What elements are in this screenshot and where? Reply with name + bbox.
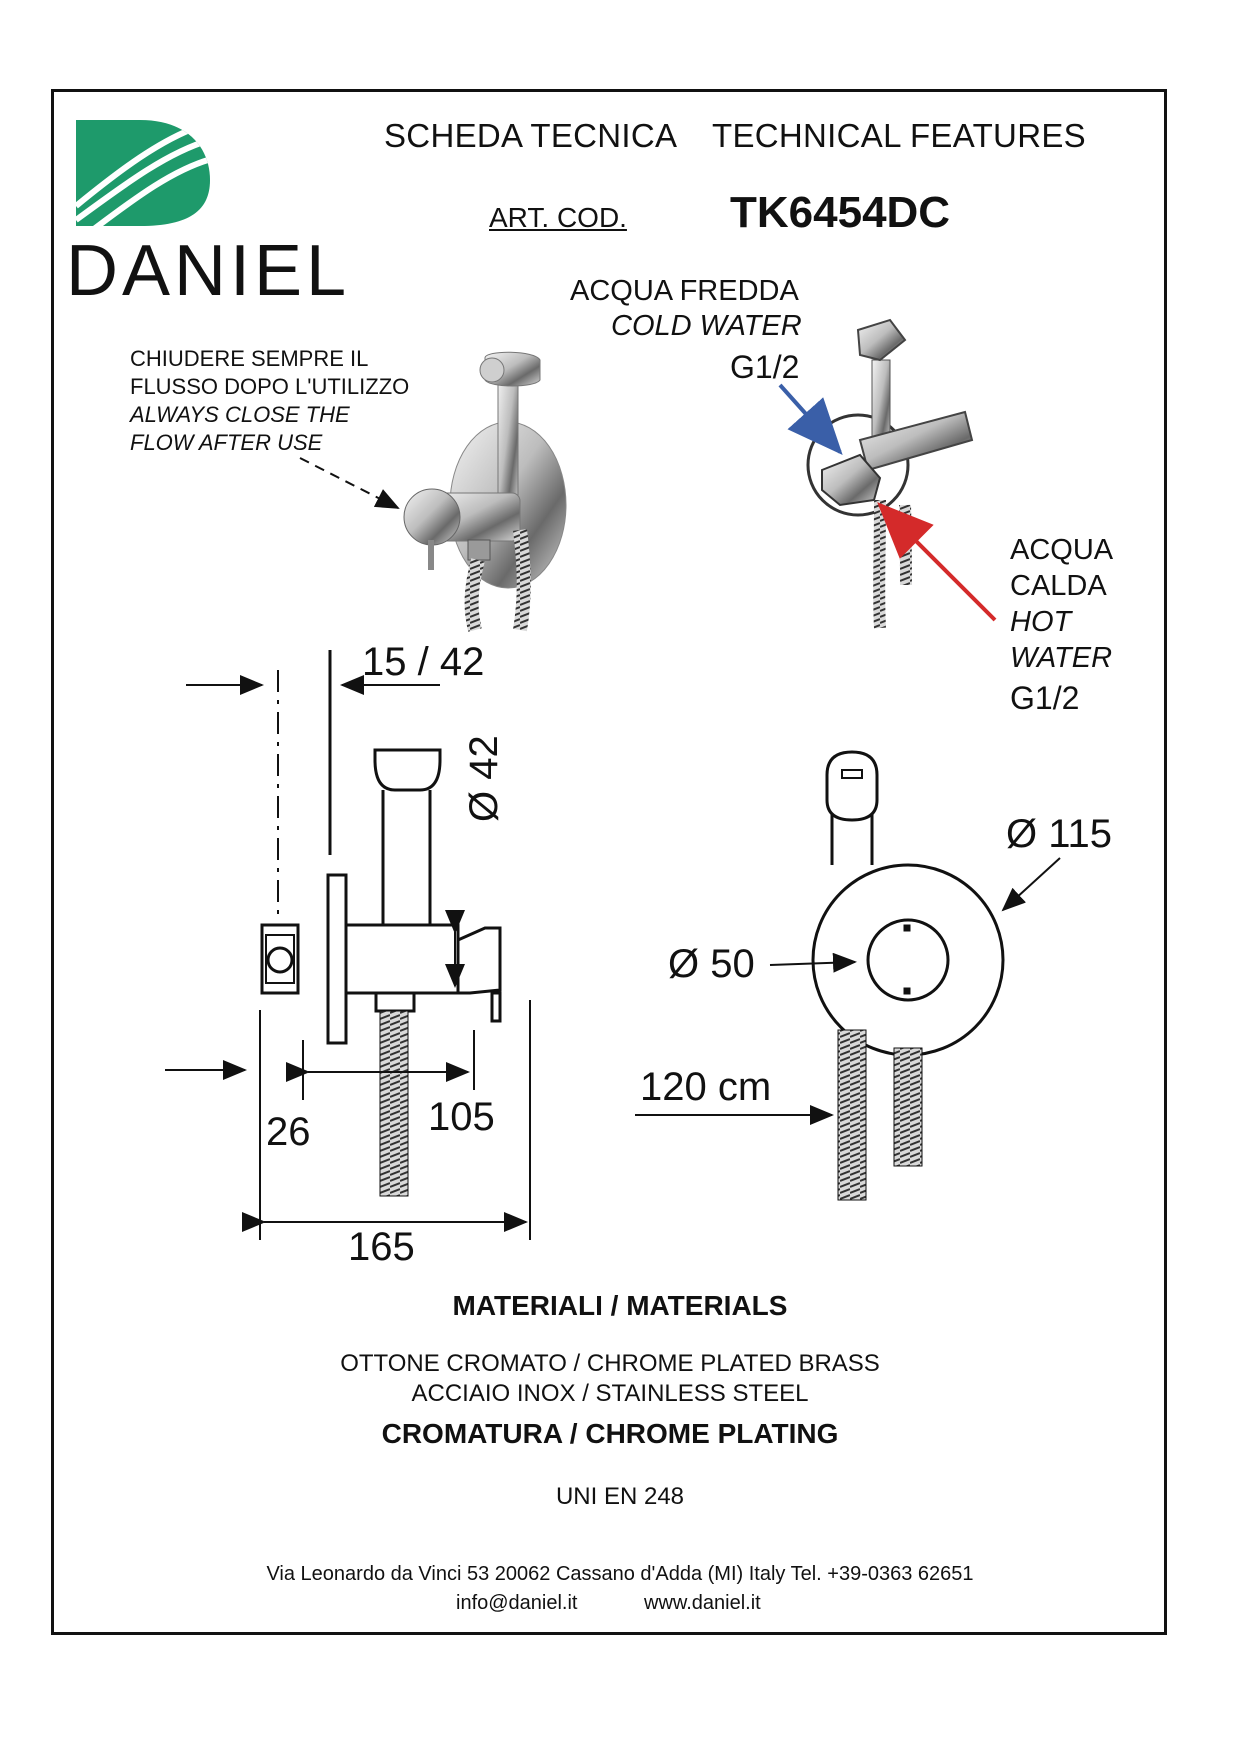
- dim-offset: 15 / 42: [362, 640, 485, 684]
- title-english: TECHNICAL FEATURES: [712, 117, 1086, 154]
- dim-depth: 26: [266, 1110, 311, 1154]
- close-flow-note-4: FLOW AFTER USE: [130, 430, 323, 455]
- material-steel: ACCIAIO INOX / STAINLESS STEEL: [411, 1380, 809, 1407]
- art-code-label: ART. COD.: [489, 202, 627, 233]
- footer-website[interactable]: www.daniel.it: [644, 1592, 761, 1614]
- dim-length: 165: [348, 1225, 415, 1269]
- article-code: TK6454DC: [730, 188, 951, 237]
- footer-email[interactable]: info@daniel.it: [456, 1592, 578, 1614]
- dim-body-diameter: Ø 42: [462, 735, 506, 822]
- dim-inner-diameter: Ø 50: [668, 942, 755, 986]
- hot-water-label-en-1: HOT: [1010, 606, 1072, 638]
- brand-name: DANIEL: [66, 231, 351, 311]
- material-brass: OTTONE CROMATO / CHROME PLATED BRASS: [340, 1350, 880, 1377]
- title-italian: SCHEDA TECNICA: [384, 117, 678, 154]
- dim-hose-length: 120 cm: [640, 1065, 772, 1109]
- cold-water-size: G1/2: [730, 349, 800, 385]
- hot-water-label-it-2: CALDA: [1010, 570, 1107, 602]
- close-flow-note-2: FLUSSO DOPO L'UTILIZZO: [130, 374, 410, 399]
- cold-water-label-en: COLD WATER: [611, 310, 802, 342]
- standard-label: UNI EN 248: [555, 1483, 685, 1510]
- hot-water-label-it-1: ACQUA: [1010, 534, 1114, 566]
- close-flow-note-3: ALWAYS CLOSE THE: [130, 402, 350, 427]
- dim-plate-diameter: Ø 115: [1006, 812, 1112, 856]
- cold-water-label-it: ACQUA FREDDA: [570, 275, 799, 307]
- close-flow-note-1: CHIUDERE SEMPRE IL: [130, 346, 369, 371]
- dim-spout: 105: [428, 1095, 495, 1139]
- footer-address: Via Leonardo da Vinci 53 20062 Cassano d…: [266, 1563, 974, 1585]
- hot-water-size: G1/2: [1010, 680, 1080, 716]
- plating-heading: CROMATURA / CHROME PLATING: [381, 1418, 839, 1449]
- sheet-frame: [51, 89, 1167, 1635]
- materials-heading: MATERIALI / MATERIALS: [452, 1290, 788, 1321]
- hot-water-label-en-2: WATER: [1010, 642, 1113, 674]
